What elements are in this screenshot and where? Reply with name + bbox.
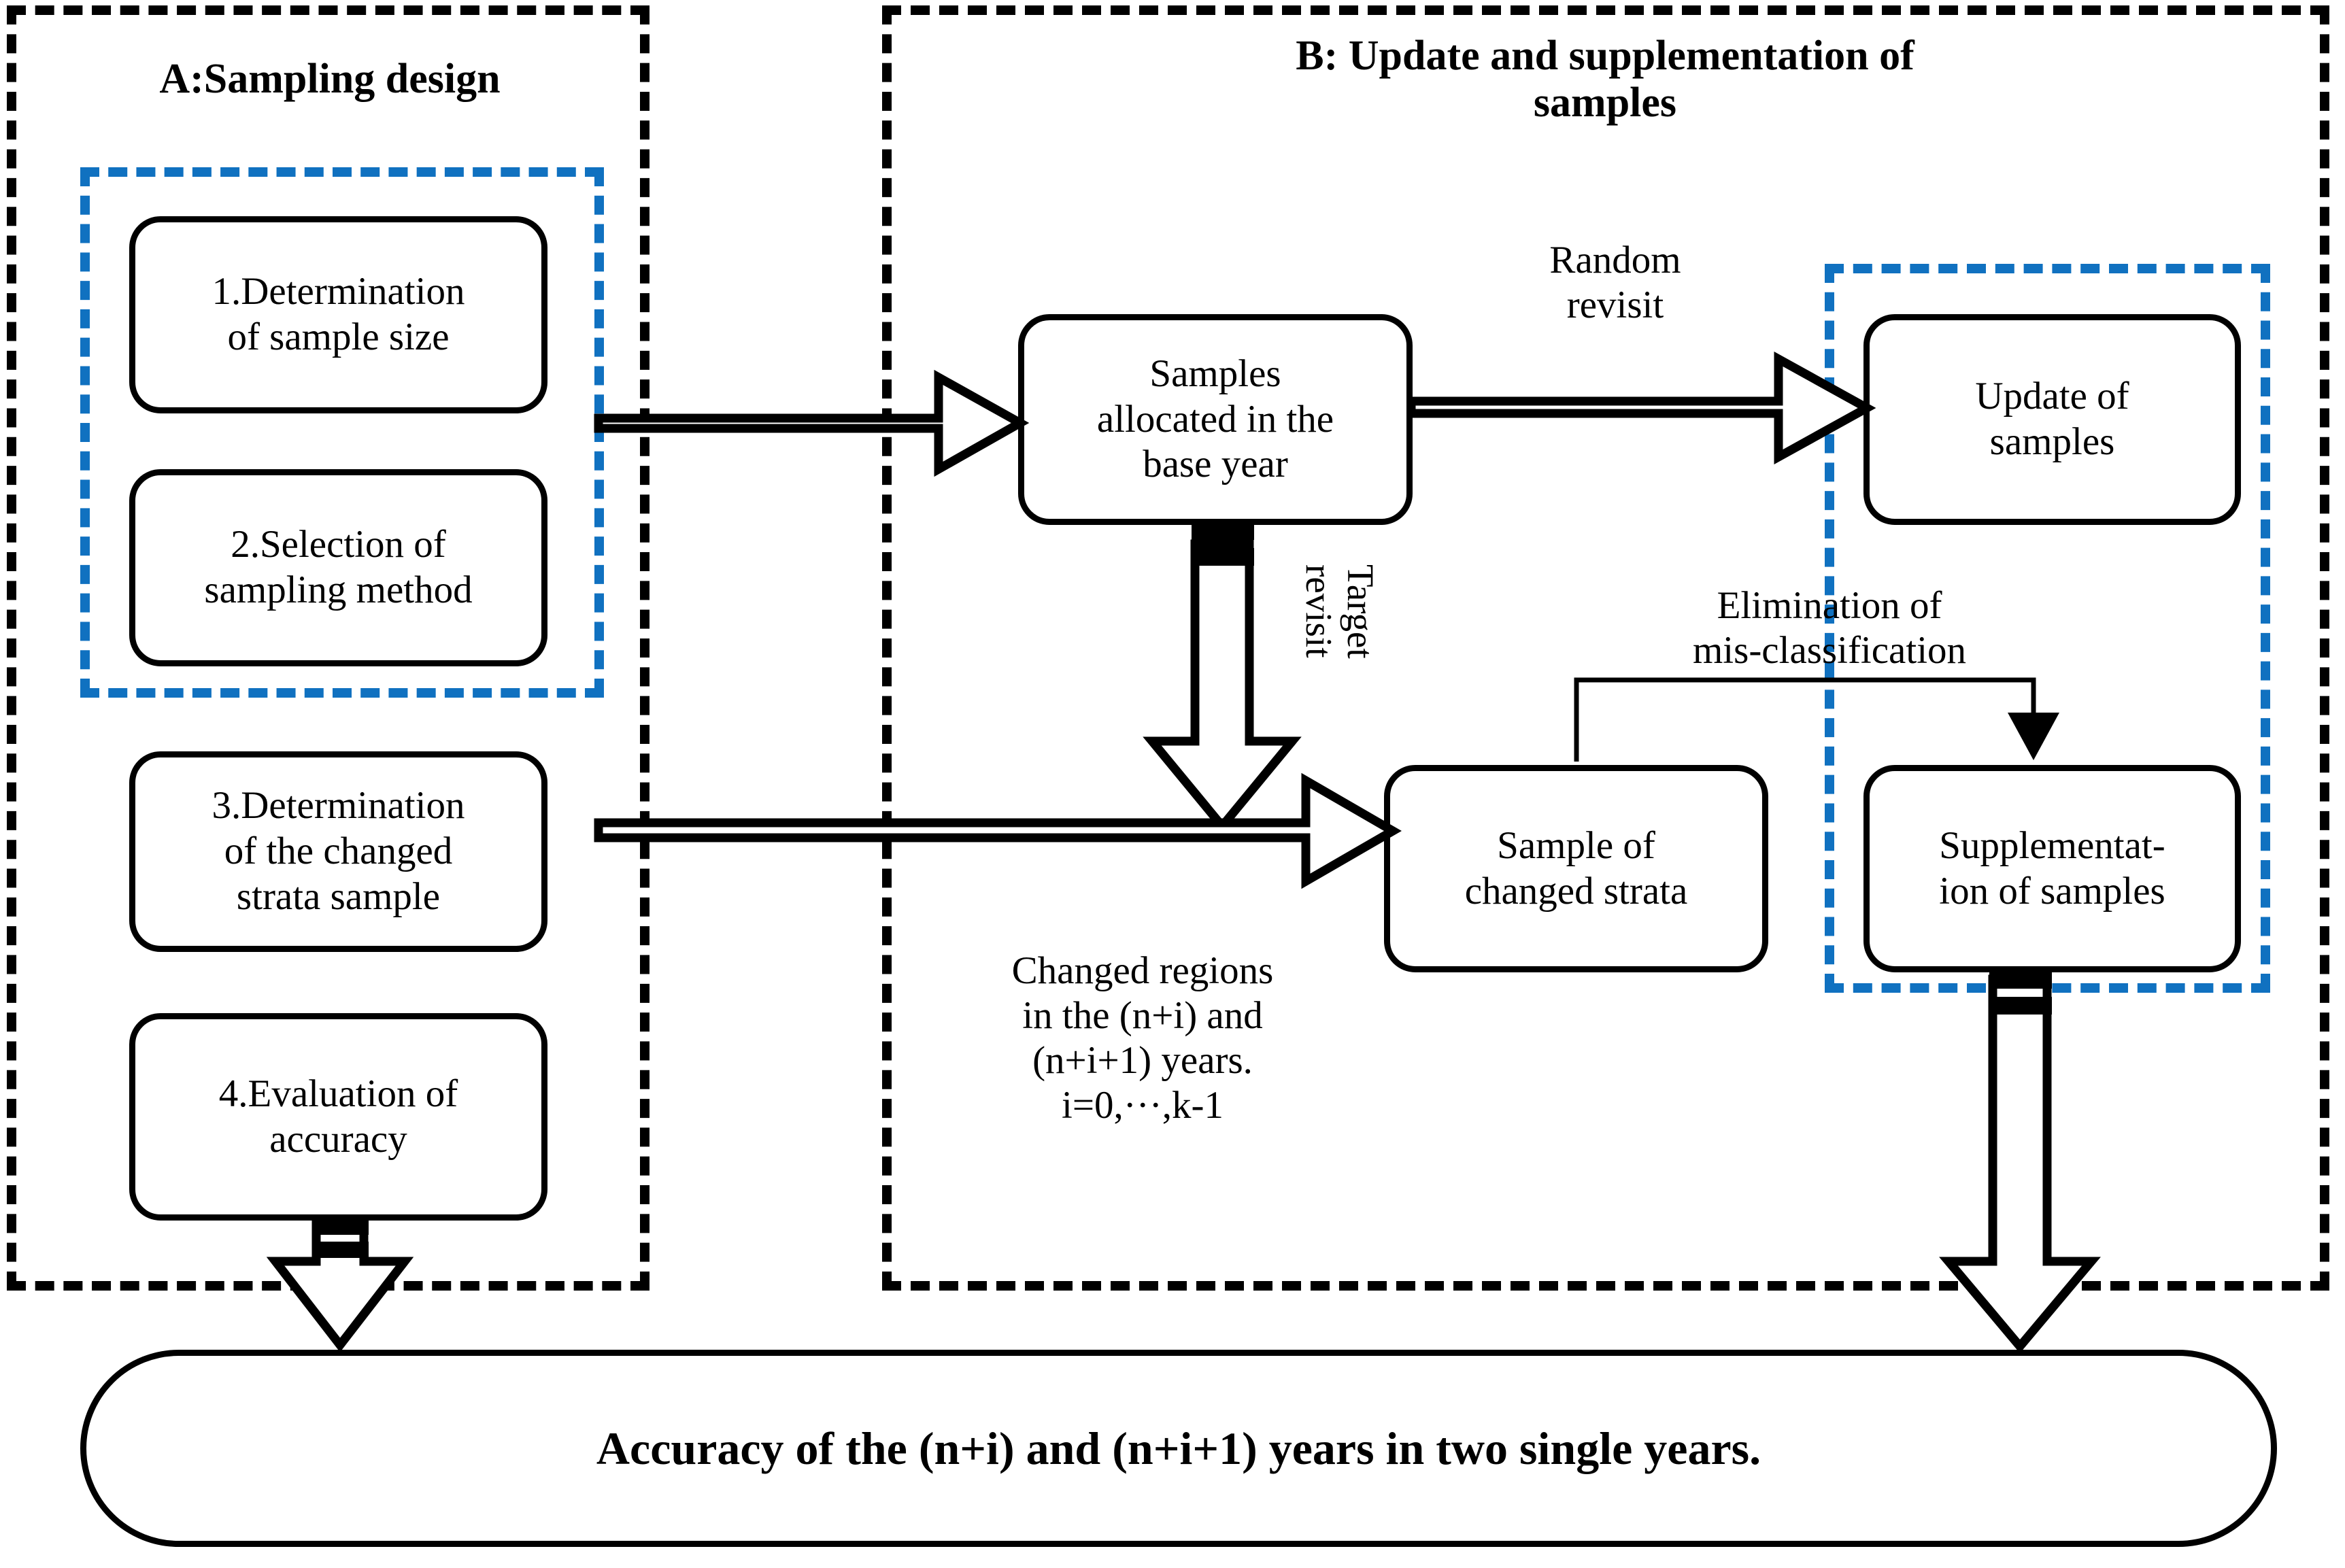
outcome-banner: Accuracy of the (n+i) and (n+i+1) years … <box>80 1350 2277 1547</box>
box-update-of-samples[interactable]: Update of samples <box>1863 314 2241 525</box>
label-elimination-of-mis-classification: Elimination of mis-classification <box>1692 584 1967 672</box>
label-target-revisit: Target revisit <box>1298 564 1382 659</box>
box-supplementation-of-samples[interactable]: Supplementat- ion of samples <box>1863 765 2241 972</box>
panel-b-title: B: Update and supplementation of samples <box>1296 33 1914 126</box>
box-step-4-evaluation-of-accuracy[interactable]: 4.Evaluation of accuracy <box>129 1013 547 1221</box>
panel-a-sampling-design <box>7 5 649 1291</box>
box-step-1-determination-of-sample-size[interactable]: 1.Determination of sample size <box>129 216 547 413</box>
box-step-3-determination-of-changed-strata-sample[interactable]: 3.Determination of the changed strata sa… <box>129 751 547 952</box>
panel-a-title: A:Sampling design <box>159 56 501 102</box>
box-sample-of-changed-strata[interactable]: Sample of changed strata <box>1384 765 1768 972</box>
box-step-2-selection-of-sampling-method[interactable]: 2.Selection of sampling method <box>129 469 547 666</box>
label-random-revisit: Random revisit <box>1549 239 1681 327</box>
label-changed-regions: Changed regions in the (n+i) and (n+i+1)… <box>1011 949 1274 1127</box>
blue-group-update-supplementation <box>1825 264 2270 993</box>
box-samples-allocated-in-base-year[interactable]: Samples allocated in the base year <box>1018 314 1413 525</box>
